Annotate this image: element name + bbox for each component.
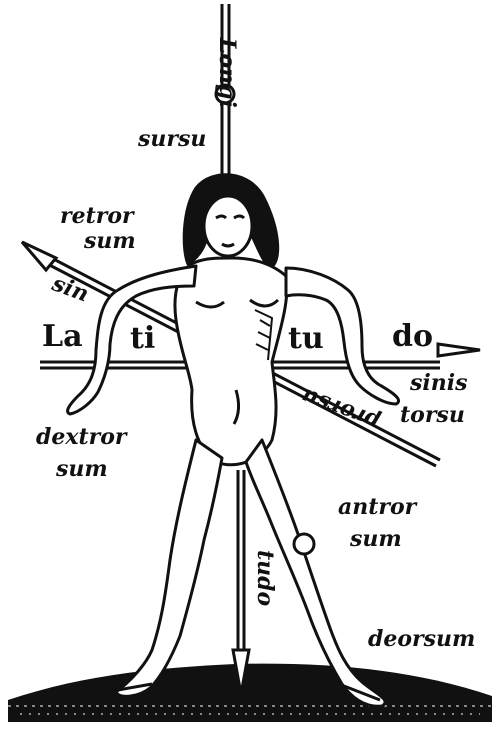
label-retror-1: retror	[60, 205, 134, 227]
ground	[8, 664, 492, 722]
label-longi: Longi	[216, 38, 238, 108]
label-tu: tu	[288, 324, 324, 354]
label-dextror-1: dextror	[36, 426, 127, 448]
label-antror-1: antror	[338, 496, 416, 518]
label-la: La	[42, 322, 83, 352]
label-tudo: tudo	[254, 550, 276, 606]
label-ti: ti	[130, 324, 155, 354]
label-do: do	[392, 322, 433, 352]
label-retror-2: sum	[84, 230, 136, 252]
label-dextror-2: sum	[56, 458, 108, 480]
label-sursum: sursu	[138, 128, 206, 150]
label-antror-2: sum	[350, 528, 402, 550]
label-deorsum: deorsum	[368, 628, 475, 650]
label-sinis-1: sinis	[410, 372, 467, 394]
label-sinis-2: torsu	[400, 404, 465, 426]
